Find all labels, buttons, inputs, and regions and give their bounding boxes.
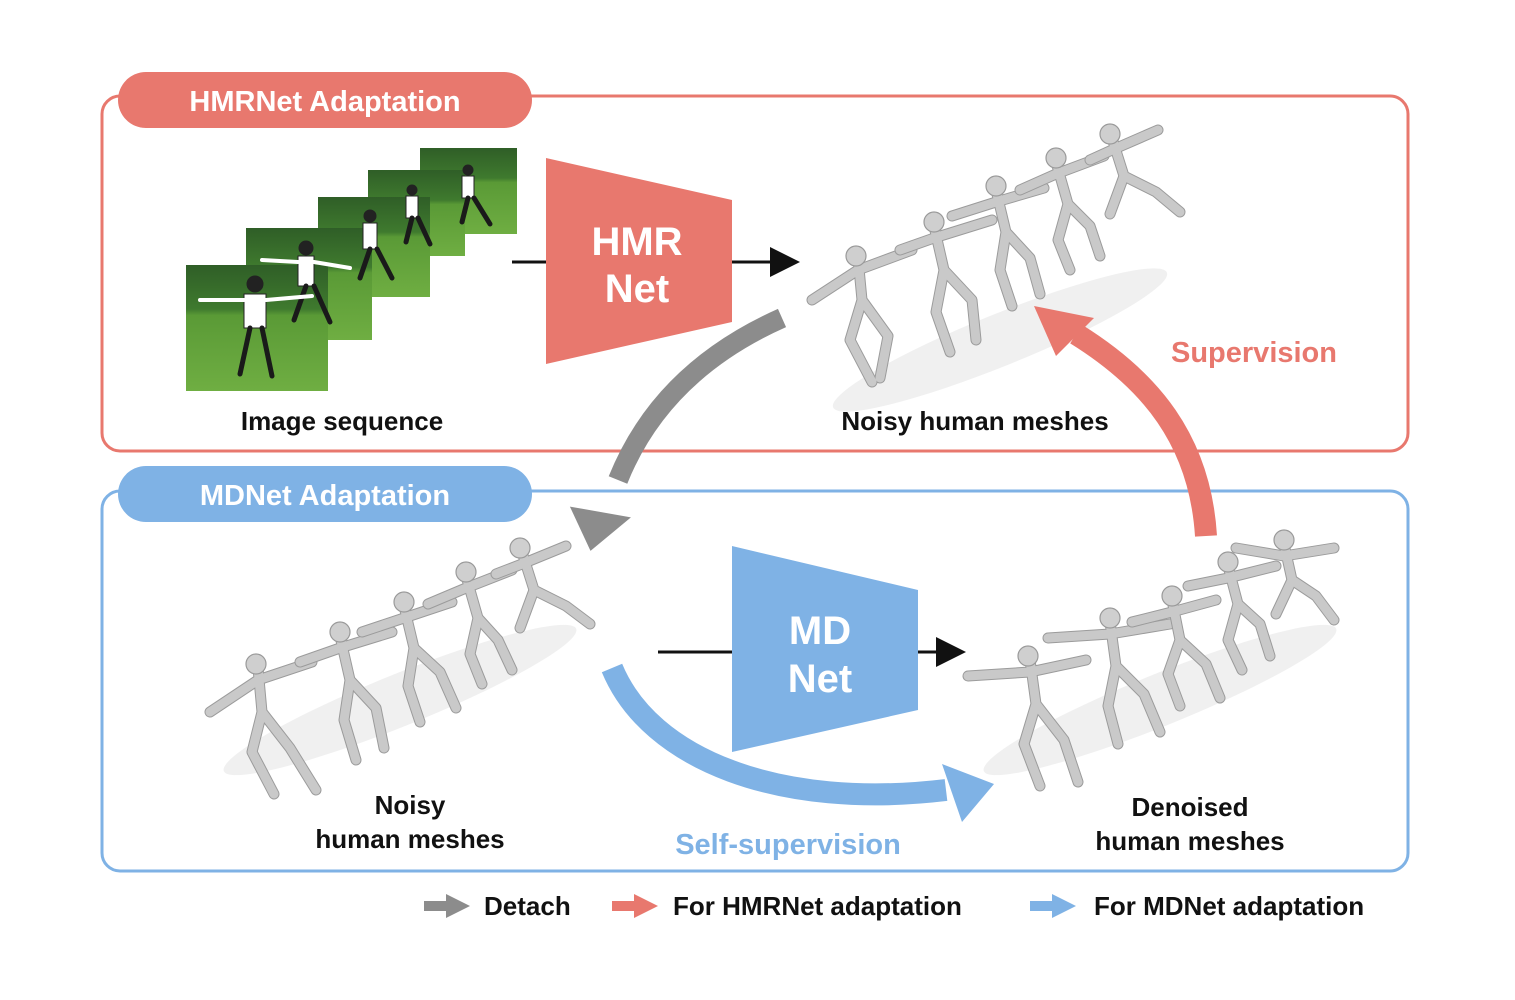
mdnet-panel-title-pill: [118, 466, 532, 522]
photo-frame-icon: [186, 148, 517, 391]
denoised-caption-line2: human meshes: [1095, 826, 1284, 856]
detach-arrow: [569, 308, 787, 551]
human-mesh-icon: [806, 123, 1186, 412]
noisy-bottom-caption-line2: human meshes: [315, 824, 504, 854]
noisy-meshes-bottom: Noisy human meshes: [204, 537, 596, 854]
legend-item-detach: Detach: [424, 891, 571, 921]
noisy-meshes-top: Noisy human meshes: [806, 123, 1186, 436]
noisy-top-caption: Noisy human meshes: [841, 406, 1108, 436]
human-mesh-icon: [204, 537, 596, 800]
hmrnet-panel-title-pill: [118, 72, 532, 128]
human-mesh-icon: [962, 529, 1340, 792]
self-supervision-arrow: Self-supervision: [601, 663, 994, 861]
legend-label-detach: Detach: [484, 891, 571, 921]
legend-item-mdnet: For MDNet adaptation: [1030, 891, 1364, 921]
hmr-net-label-line2: Net: [605, 267, 669, 311]
hmr-net-label-line1: HMR: [591, 220, 682, 264]
supervision-arrow: Supervision: [1034, 306, 1337, 537]
hmrnet-panel: HMRNet Adaptation: [100, 72, 1410, 453]
md-net-label-line1: MD: [789, 609, 851, 653]
hmrnet-panel-title: HMRNet Adaptation: [189, 86, 460, 118]
legend-item-hmrnet: For HMRNet adaptation: [612, 891, 962, 921]
image-sequence-caption: Image sequence: [241, 406, 443, 436]
self-supervision-label: Self-supervision: [675, 829, 901, 861]
md-net-label-line2: Net: [788, 657, 852, 701]
legend-label-hmrnet: For HMRNet adaptation: [673, 891, 962, 921]
image-sequence: Image sequence: [186, 148, 517, 436]
supervision-label: Supervision: [1171, 337, 1337, 369]
denoised-meshes: Denoised human meshes: [962, 529, 1340, 856]
mdnet-panel: MDNet Adaptation: [100, 466, 1410, 873]
denoised-caption-line1: Denoised: [1131, 792, 1248, 822]
noisy-bottom-caption-line1: Noisy: [375, 790, 446, 820]
legend: Detach For HMRNet adaptation For MDNet a…: [424, 891, 1364, 921]
mdnet-panel-title: MDNet Adaptation: [200, 480, 450, 512]
legend-label-mdnet: For MDNet adaptation: [1094, 891, 1364, 921]
hmr-net-block: HMR Net: [512, 158, 800, 364]
md-net-block: MD Net: [658, 546, 966, 752]
